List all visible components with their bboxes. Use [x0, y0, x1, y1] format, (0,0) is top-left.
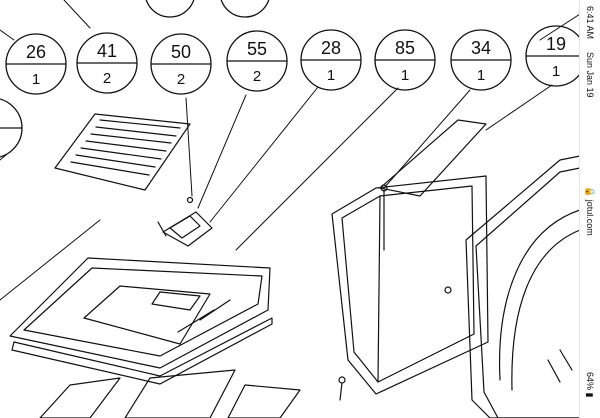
baffle-panel [331, 119, 489, 401]
lock-icon: 🔒 [585, 186, 595, 198]
callout-number: 34 [471, 38, 491, 58]
callout-19 [525, 25, 580, 87]
exploded-parts-diagram: 1 26 1 41 2 50 2 55 2 28 1 85 1 34 1 19 … [0, 0, 580, 418]
leader-lines [0, 0, 580, 301]
battery-icon: ▮ [585, 392, 595, 398]
callout-top-a [145, 0, 195, 18]
callout-41 [76, 32, 138, 94]
callout-number: 41 [97, 41, 117, 61]
callout-qty: 1 [327, 67, 335, 84]
callout-number: 19 [546, 34, 566, 54]
callout-number: 85 [395, 38, 415, 58]
callout-number: 28 [321, 38, 341, 58]
status-date: Sun Jan 19 [585, 52, 595, 98]
callout-partial [0, 98, 23, 158]
callout-26 [5, 33, 67, 95]
bottom-plate [9, 257, 273, 385]
status-url-text: jotul.com [585, 199, 595, 236]
status-battery: 64% ▮ [584, 372, 595, 397]
callout-qty: 1 [401, 67, 409, 84]
callout-top-b [220, 0, 270, 18]
callout-number: 50 [171, 42, 191, 62]
callout-number: 26 [26, 42, 46, 62]
status-url[interactable]: 🔒 jotul.com [584, 186, 595, 236]
callout-labels: 1 26 1 41 2 50 2 55 2 28 1 85 1 34 1 19 … [26, 34, 566, 88]
door-frame [465, 155, 580, 418]
callout-qty: 2 [177, 71, 185, 88]
status-time: 6:41 AM [585, 6, 595, 40]
callouts [0, 0, 580, 158]
lower-plates [39, 369, 301, 418]
callout-qty: 2 [103, 70, 111, 87]
callout-85 [374, 29, 436, 91]
callout-number: 55 [247, 39, 267, 59]
callout-qty: 2 [253, 68, 261, 85]
callout-28 [300, 29, 362, 91]
callout-50 [150, 33, 212, 95]
callout-qty: 1 [552, 63, 560, 80]
bracket-part [157, 196, 213, 247]
grate-part [54, 113, 191, 191]
callout-qty: 1 [32, 71, 40, 88]
callout-qty: 1 [477, 67, 485, 84]
status-bar: 6:41 AM Sun Jan 19 🔒 jotul.com 64% ▮ [579, 0, 600, 418]
callout-34 [450, 29, 512, 91]
callout-55 [226, 30, 288, 92]
status-battery-text: 64% [585, 372, 595, 391]
